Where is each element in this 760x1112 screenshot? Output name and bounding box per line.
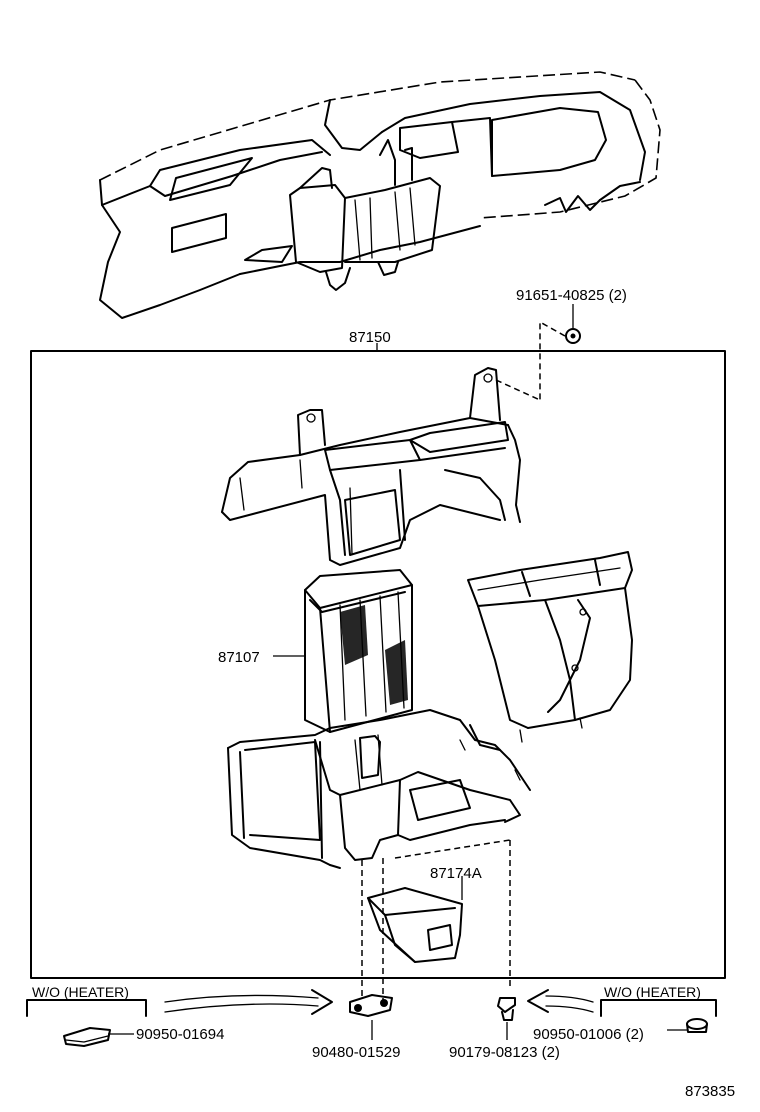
label-right-variant: W/O (HEATER) — [604, 984, 701, 1000]
clamp-90480 — [349, 994, 393, 1040]
assembly-frame — [30, 350, 726, 979]
evaporator-core-illustration — [273, 569, 413, 733]
label-clip-top: 91651-40825 (2) — [516, 287, 627, 304]
label-clamp: 90480-01529 — [312, 1044, 400, 1061]
label-plug-left: 90950-01694 — [136, 1026, 224, 1043]
grommet-90179 — [497, 997, 516, 1040]
plug-right-90950 — [667, 1018, 708, 1033]
label-drain: 87174A — [430, 865, 482, 882]
label-assembly: 87150 — [349, 329, 391, 346]
arrow-left-icon — [527, 989, 594, 1013]
upper-case-illustration — [221, 367, 541, 566]
instrument-panel-illustration — [99, 71, 661, 319]
arrow-right-icon — [164, 989, 333, 1015]
label-core: 87107 — [218, 649, 260, 666]
plug-left-90950 — [63, 1027, 134, 1047]
figure-number: 873835 — [685, 1083, 735, 1100]
label-plug-right: 90950-01006 (2) — [533, 1026, 644, 1043]
blower-duct-illustration — [467, 551, 633, 743]
lower-case-illustration — [227, 709, 531, 869]
drain-pan-illustration — [367, 876, 463, 963]
clip-91651-group — [539, 304, 581, 400]
label-left-variant: W/O (HEATER) — [32, 984, 129, 1000]
label-grommet: 90179-08123 (2) — [449, 1044, 560, 1061]
